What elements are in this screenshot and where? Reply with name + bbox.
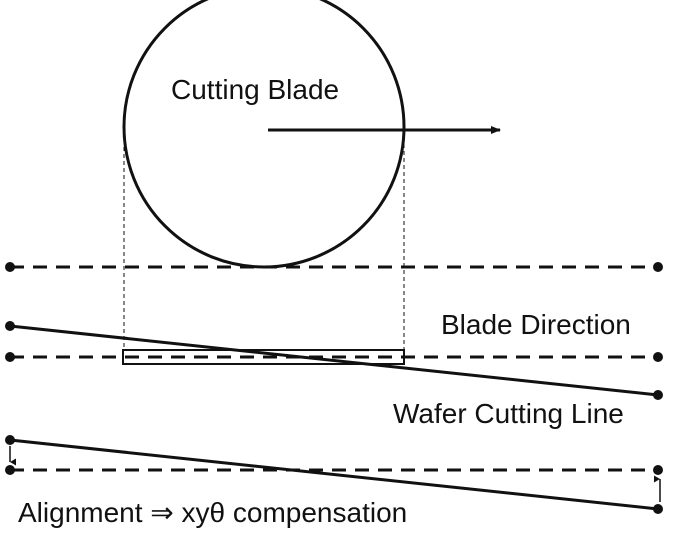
- alignment-tilted-line: [9, 438, 659, 511]
- reference-top-right-point: [653, 262, 663, 272]
- wafer-cutting-left-point: [5, 321, 15, 331]
- wafer-cutting-line: [9, 324, 659, 397]
- cutting-blade-circle: [122, 0, 406, 269]
- blade-direction-right-point: [653, 352, 663, 362]
- reference-top-left-point: [5, 262, 15, 272]
- blade-direction-label: Blade Direction: [441, 309, 631, 340]
- cutting-blade-label: Cutting Blade: [171, 74, 340, 105]
- alignment-compensation-label: Alignment ⇒ xyθ compensation: [18, 497, 408, 528]
- alignment-tilted-left-point: [5, 435, 15, 445]
- alignment-reference-left-point: [5, 465, 15, 475]
- alignment-tilted-right-point: [653, 504, 663, 514]
- wafer-cutting-right-point: [653, 390, 663, 400]
- alignment-reference-right-point: [653, 465, 663, 475]
- blade-direction-left-point: [5, 352, 15, 362]
- wafer-cutting-line-label: Wafer Cutting Line: [393, 398, 624, 429]
